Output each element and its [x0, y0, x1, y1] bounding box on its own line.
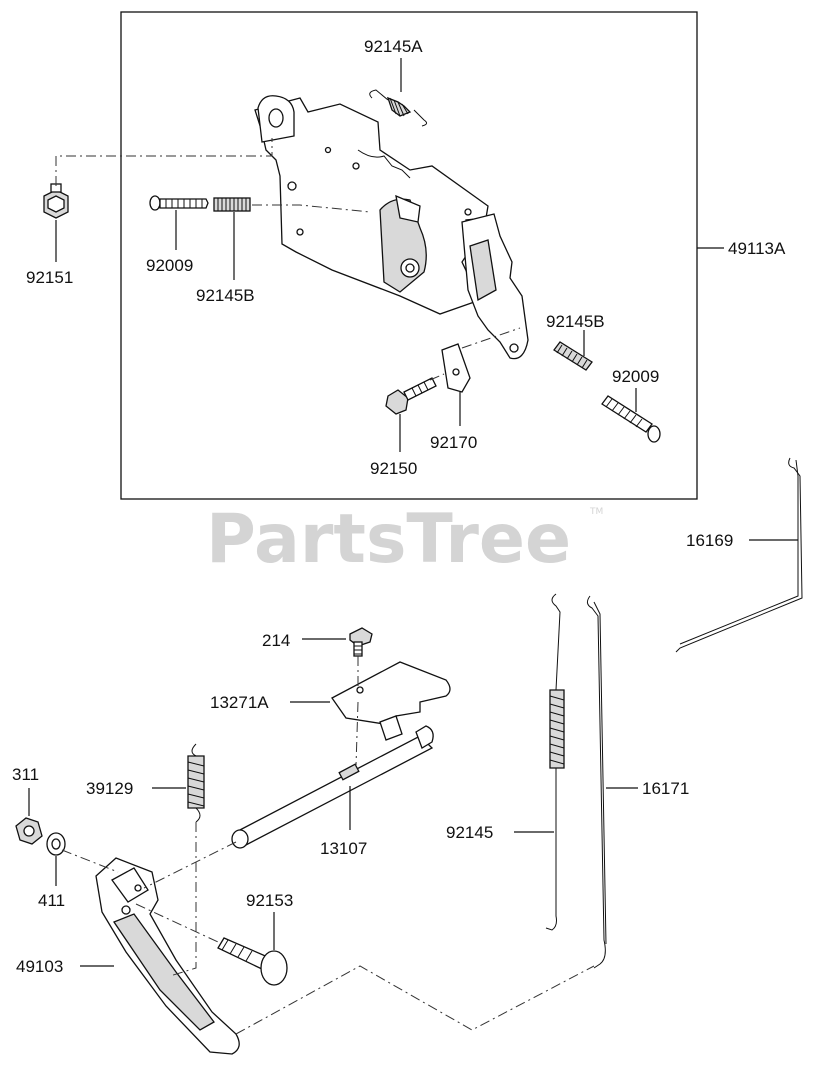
label-92151: 92151 [26, 268, 73, 287]
bracket-hole [509, 343, 519, 353]
part-92151-nut [43, 183, 69, 219]
label-49113A: 49113A [728, 239, 786, 258]
part-92145-spring [514, 593, 565, 931]
part-92145B-spring-left [213, 197, 251, 212]
watermark: PartsTree TM [206, 500, 603, 579]
label-411: 411 [38, 891, 65, 910]
label-92145A: 92145A [364, 37, 423, 56]
part-311-nut [15, 788, 43, 845]
part-16169-rod [675, 457, 803, 653]
plate-hole [296, 228, 304, 236]
plate-hole [324, 146, 332, 154]
part-411-washer [46, 832, 66, 886]
label-92145B-left: 92145B [196, 286, 255, 305]
label-16171: 16171 [642, 779, 689, 798]
label-92170: 92170 [430, 433, 477, 452]
label-92009-right: 92009 [612, 367, 659, 386]
label-13107: 13107 [320, 839, 367, 858]
part-16171-rod [586, 595, 638, 969]
label-92145B-right: 92145B [546, 312, 605, 331]
connector-screw-to-shaft [355, 656, 359, 767]
bracket-slot [469, 239, 497, 302]
part-92009-screw-right [601, 395, 661, 443]
label-16169: 16169 [686, 531, 733, 550]
part-49103-lever [80, 857, 240, 1055]
assembly-frame [120, 11, 698, 500]
plate-hole [464, 208, 472, 216]
connector-shaft-to-lever [143, 841, 237, 889]
connector-bolt-to-lever [135, 903, 219, 943]
watermark-text: PartsTree [206, 500, 571, 579]
connector-nut-to-tab [55, 138, 273, 186]
part-92009-screw-left [149, 195, 209, 211]
part-92153-bolt [217, 912, 288, 986]
connector-lever-to-rod [235, 965, 595, 1035]
label-92145: 92145 [446, 823, 493, 842]
part-39129-spring [152, 743, 205, 823]
connector-screw-to-plate [252, 204, 371, 213]
label-311: 311 [12, 765, 39, 784]
label-92150: 92150 [370, 459, 417, 478]
part-92150-bolt [385, 377, 437, 415]
part-214-screw [302, 627, 373, 657]
label-214: 214 [262, 631, 290, 650]
label-13271A: 13271A [210, 693, 269, 712]
plate-hole [287, 181, 297, 191]
control-plate-assembly [254, 95, 529, 360]
label-92153: 92153 [246, 891, 293, 910]
lever-arm [395, 194, 421, 223]
watermark-trademark: TM [589, 507, 603, 517]
lever-pivot-inner [405, 263, 415, 273]
connector-bolt-to-plate [429, 373, 445, 381]
label-49103: 49103 [16, 957, 63, 976]
part-13107-shaft [231, 725, 434, 849]
part-13271A-bracket [290, 661, 451, 741]
connector-spring-to-lever [169, 822, 197, 977]
label-39129: 39129 [86, 779, 133, 798]
plate-spring [357, 149, 411, 179]
plate-hole [352, 162, 360, 170]
part-92145A-spring [369, 89, 428, 127]
tab-hole [268, 108, 284, 128]
part-92145B-spring-right [553, 341, 593, 371]
label-92009-left: 92009 [146, 256, 193, 275]
part-92170-clip [441, 343, 471, 393]
